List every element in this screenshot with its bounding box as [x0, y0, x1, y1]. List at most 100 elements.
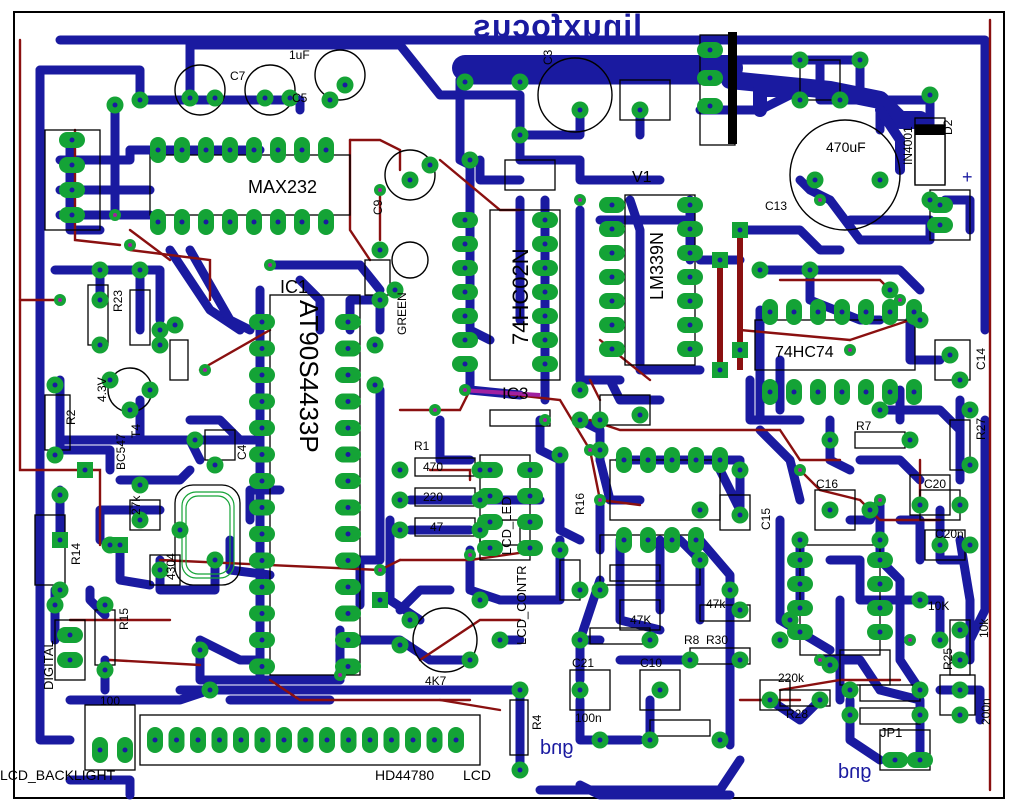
- drill-hole: [377, 597, 383, 603]
- drill-hole: [807, 267, 813, 273]
- magenta-bridges: [459, 388, 541, 397]
- drill-hole: [797, 629, 803, 635]
- drill-hole: [577, 637, 583, 643]
- drill-hole: [112, 102, 118, 108]
- drill-hole: [609, 298, 615, 304]
- drill-hole: [57, 537, 63, 543]
- drill-hole: [911, 389, 917, 395]
- drill-hole: [281, 737, 287, 743]
- drill-hole: [212, 462, 218, 468]
- drill-hole: [797, 557, 803, 563]
- drill-hole: [97, 267, 103, 273]
- drill-hole: [911, 309, 917, 315]
- drill-hole: [517, 687, 523, 693]
- via-hole: [378, 568, 382, 572]
- hc74-label: 74HC74: [775, 344, 834, 361]
- drill-hole: [467, 157, 473, 163]
- drill-hole: [497, 637, 503, 643]
- drill-hole: [207, 687, 213, 693]
- ic1-part-label: AT90S4433P: [294, 300, 324, 453]
- drill-hole: [577, 587, 583, 593]
- r220k-label: 220k: [778, 671, 805, 685]
- drill-hole: [517, 767, 523, 773]
- t4-label: T4: [129, 423, 143, 438]
- drill-hole: [957, 687, 963, 693]
- drill-hole: [377, 247, 383, 253]
- ic2-part-label: 74HC02N: [508, 248, 533, 345]
- drill-hole: [867, 507, 873, 513]
- r14-label: R14: [69, 542, 83, 565]
- drill-hole: [609, 322, 615, 328]
- r27k-label: 27k: [129, 495, 143, 515]
- drill-hole: [815, 309, 821, 315]
- drill-hole: [477, 527, 483, 533]
- drill-hole: [259, 399, 265, 404]
- via-hole: [798, 468, 802, 472]
- r47-label: 47: [430, 520, 444, 534]
- drill-hole: [487, 493, 493, 499]
- brand-text: linuxfocus: [472, 8, 643, 44]
- drill-hole: [791, 309, 797, 315]
- drill-hole: [542, 337, 548, 343]
- drill-hole: [839, 309, 845, 315]
- drill-hole: [195, 737, 201, 743]
- drill-hole: [947, 352, 953, 358]
- c5-label: C5: [292, 91, 308, 105]
- drill-hole: [174, 737, 179, 743]
- lcd-led-label: LCD_LED: [499, 496, 514, 555]
- drill-hole: [69, 212, 75, 218]
- drill-hole: [177, 527, 183, 533]
- drill-hole: [69, 187, 75, 193]
- drill-hole: [609, 202, 615, 208]
- drill-hole: [597, 587, 603, 593]
- drill-hole: [212, 557, 218, 563]
- drill-hole: [687, 657, 693, 663]
- drill-hole: [345, 611, 351, 616]
- drill-hole: [812, 177, 818, 183]
- drill-hole: [877, 581, 883, 587]
- drill-hole: [637, 412, 643, 418]
- drill-hole: [687, 250, 693, 256]
- drill-hole: [517, 79, 523, 85]
- via-hole: [578, 198, 582, 202]
- uf1-label: 1uF: [289, 48, 310, 62]
- drill-hole: [259, 637, 265, 643]
- drill-hole: [122, 747, 128, 753]
- drill-hole: [815, 389, 821, 395]
- drill-hole: [397, 467, 403, 473]
- drill-hole: [407, 617, 413, 623]
- drill-hole: [597, 737, 603, 743]
- r220-label: 220: [423, 490, 444, 504]
- via-hole: [203, 368, 207, 372]
- c15-label: C15: [759, 507, 773, 530]
- lcd-abbrev-label: LCD: [463, 767, 492, 783]
- r2-label: R2: [64, 409, 78, 425]
- drill-hole: [645, 537, 651, 543]
- drill-hole: [345, 558, 351, 563]
- c10-label: C10: [640, 656, 663, 670]
- drill-hole: [397, 642, 403, 648]
- drill-hole: [197, 647, 203, 653]
- drill-hole: [259, 505, 265, 510]
- drill-hole: [203, 147, 209, 153]
- drill-hole: [797, 97, 803, 103]
- drill-hole: [155, 219, 161, 225]
- drill-hole: [346, 737, 351, 743]
- drill-hole: [737, 512, 743, 518]
- drill-hole: [259, 664, 265, 669]
- r4-label: R4: [530, 714, 544, 730]
- drill-hole: [147, 387, 153, 393]
- drill-hole: [462, 337, 468, 343]
- in4001-label: IN4001: [901, 126, 915, 165]
- drill-hole: [827, 662, 833, 668]
- drill-hole: [609, 274, 615, 280]
- via-hole: [848, 348, 852, 352]
- gnd-label-left: gnd: [540, 737, 574, 759]
- drill-hole: [687, 322, 693, 328]
- r47k-label: 47k: [706, 597, 726, 611]
- drill-hole: [609, 346, 615, 352]
- drill-hole: [345, 319, 351, 325]
- drill-hole: [212, 95, 218, 101]
- drill-hole: [887, 309, 893, 315]
- drill-hole: [937, 222, 943, 228]
